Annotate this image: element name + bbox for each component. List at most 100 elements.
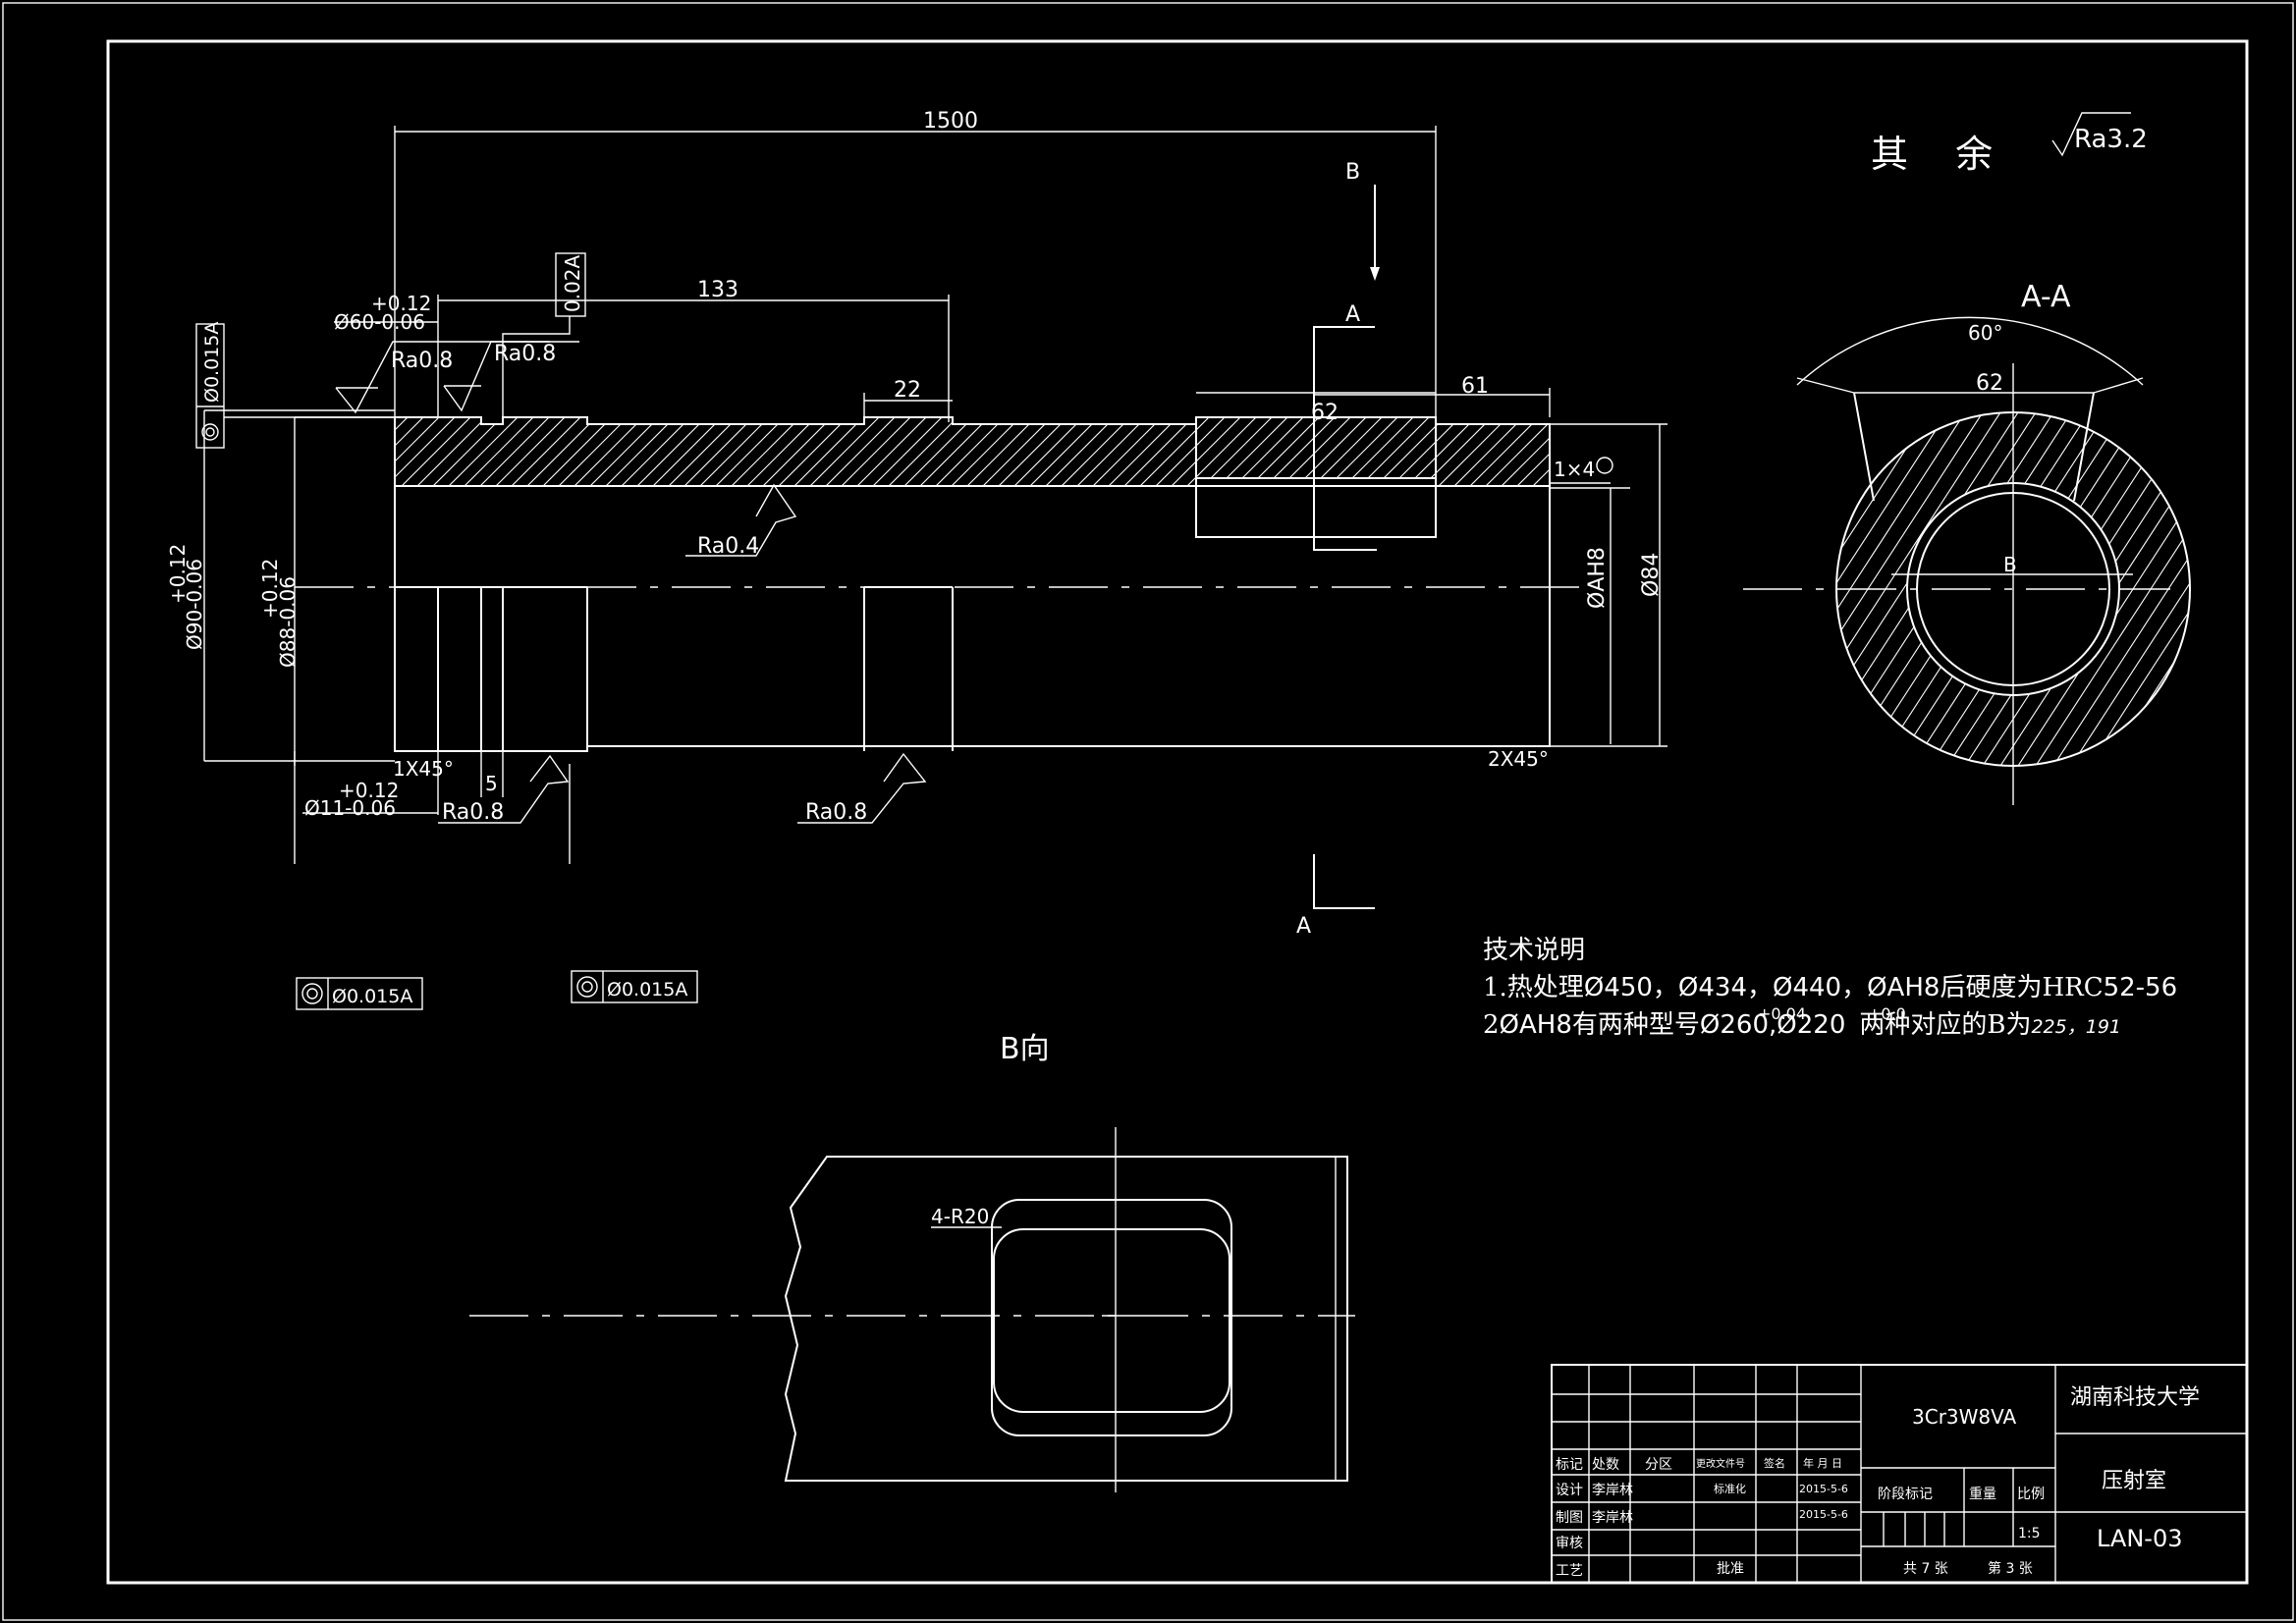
tb-h-docno: 更改文件号: [1696, 1457, 1745, 1470]
hatch-line: [395, 417, 461, 486]
gdt-frame-1-text: Ø0.015A: [332, 986, 412, 1007]
dim-1500: 1500: [394, 109, 1437, 417]
hatch-line: [1103, 417, 1183, 486]
ring-hatch-line: [2163, 412, 2190, 766]
hatch-line: [411, 417, 492, 486]
hatch-line: [961, 417, 1042, 486]
dim-22: 22: [863, 378, 953, 422]
aa-notch: 60° 62 B: [1796, 316, 2144, 576]
hatch-line: [930, 417, 1011, 486]
tb-r-check: 审核: [1556, 1536, 1583, 1551]
tech-note-1: 1.热处理Ø450，Ø434，Ø440，ØAH8后硬度为HRC52-56: [1483, 973, 2177, 1002]
hatch-line: [1056, 417, 1136, 486]
dim-d60-text: Ø60-0.06: [334, 310, 425, 334]
gdt-runout-vertical-text: Ø0.015A: [201, 322, 223, 403]
note1-c: 后硬度为HRC: [1940, 973, 2103, 1002]
chamfer-2x45: 2X45°: [1488, 747, 1549, 771]
tb-r-approve: 批准: [1717, 1561, 1744, 1577]
hatch-line: [1511, 417, 1550, 486]
hatch-line: [694, 417, 775, 486]
note2-g: 225，191: [2031, 1016, 2121, 1038]
dim-133-text: 133: [697, 278, 738, 302]
dim-62-text: 62: [1311, 401, 1339, 425]
main-view: A A B 1500 133 22: [166, 109, 1667, 1010]
tb-scale: 1:5: [2018, 1526, 2041, 1542]
hatch-line: [569, 417, 649, 486]
tb-r-process: 工艺: [1556, 1563, 1583, 1579]
hatch-line: [1464, 417, 1545, 486]
view-direction-b: B: [1345, 160, 1380, 281]
hatch-line: [977, 417, 1058, 486]
dim-5: 5: [480, 751, 504, 797]
note2-tol2: +0.0: [1868, 1004, 1906, 1023]
hatch-line: [1150, 417, 1230, 486]
hatch-line: [1433, 417, 1513, 486]
hatch-line: [395, 417, 413, 486]
hatch-line: [443, 417, 523, 486]
dim-bore-ah8: ØAH8: [1585, 547, 1610, 609]
hatch-line: [396, 417, 476, 486]
tb-h-count: 处数: [1592, 1457, 1619, 1473]
dim-od84: Ø84: [1639, 553, 1664, 597]
lower-outline: [394, 486, 1551, 752]
dim-d90: Ø90-0.06: [183, 559, 206, 650]
fillet-label: 4-R20: [931, 1205, 1002, 1228]
hatch-line: [1071, 417, 1152, 486]
hatch-line: [600, 417, 681, 486]
dim-1500-text: 1500: [923, 109, 978, 134]
tb-date2: 2015-5-6: [1799, 1508, 1848, 1521]
hatch-line: [663, 417, 743, 486]
upper-wall-hatch: [395, 417, 1550, 486]
section-aa-view: A-A 60° 62 B: [1743, 280, 2296, 805]
note2-a: 2: [1483, 1010, 1500, 1040]
hatch-line: [757, 417, 838, 486]
hatch-line: [773, 417, 853, 486]
dim-left-diameters: Ø90-0.06 +0.12 Ø88-0.06 +0.12: [166, 409, 395, 864]
groove-lines: [395, 486, 1551, 751]
hatch-line: [1134, 417, 1215, 486]
hatch-line: [883, 417, 963, 486]
tb-weight: 重量: [1969, 1487, 1996, 1502]
ra-left-top-2: Ra0.8: [494, 342, 556, 366]
note2-tol1: +0.04: [1758, 1004, 1806, 1023]
hatch-line: [820, 417, 901, 486]
hatch-line: [679, 417, 759, 486]
tb-h-mark: 标记: [1556, 1457, 1583, 1473]
ra-bottom: Ra0.8: [805, 800, 867, 825]
gdt-frame-2-text: Ø0.015A: [607, 979, 687, 1001]
dim-d90-tol: +0.12: [166, 544, 190, 604]
dir-letter: B: [1345, 160, 1360, 185]
hatch-line: [741, 417, 822, 486]
hatch-line: [1166, 417, 1246, 486]
ra-bore: Ra0.4: [697, 534, 759, 559]
tb-scale-label: 比例: [2017, 1487, 2045, 1502]
dim-62-61: 62 61: [1196, 374, 1551, 425]
remaining-label: 其 余: [1871, 133, 2010, 176]
tb-designer: 李岸林: [1592, 1483, 1633, 1498]
note2-c: 有两种型号: [1572, 1010, 1700, 1040]
gdt-frame-2: Ø0.015A: [571, 970, 698, 1003]
ring-hatch-line: [2057, 412, 2190, 766]
note1-b: Ø450，Ø434，Ø440，ØAH8: [1584, 973, 1941, 1002]
note2-f: 两种对应的B为: [1859, 1010, 2031, 1040]
dim-d60-tol: +0.12: [371, 292, 431, 315]
hatch-line: [1449, 417, 1529, 486]
tb-drafter: 李岸林: [1592, 1510, 1633, 1526]
b-view-slot-outer: [991, 1199, 1232, 1436]
hatch-line: [647, 417, 728, 486]
note2-d: Ø260: [1700, 1010, 1769, 1040]
b-direction-view: B向 4-R20: [469, 1032, 1355, 1492]
hatch-line: [789, 417, 869, 486]
dim-5-text: 5: [485, 772, 498, 795]
ring-hatch-line: [2253, 393, 2296, 785]
ring-hatch-line: [2075, 412, 2190, 766]
ring-hatch-line: [2235, 393, 2296, 785]
hatch-line: [1119, 417, 1199, 486]
hatch-line: [1087, 417, 1168, 486]
tb-r-design: 设计: [1556, 1483, 1583, 1498]
remaining-roughness-note: 其 余 Ra3.2: [1871, 112, 2148, 176]
note2-b: ØAH8: [1500, 1010, 1572, 1040]
roughness-symbols: Ra0.8 Ra0.8 Ra0.4 Ra0.8 Ra0.8: [335, 341, 927, 864]
